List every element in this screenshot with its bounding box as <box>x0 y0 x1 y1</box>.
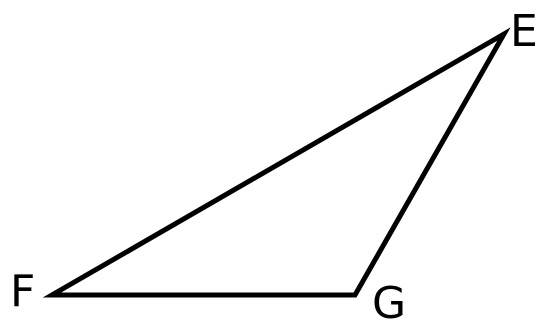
vertex-label-e: E <box>510 6 538 57</box>
vertex-label-g: G <box>372 278 406 326</box>
vertex-label-f: F <box>10 266 35 317</box>
triangle-efg <box>42 27 511 298</box>
